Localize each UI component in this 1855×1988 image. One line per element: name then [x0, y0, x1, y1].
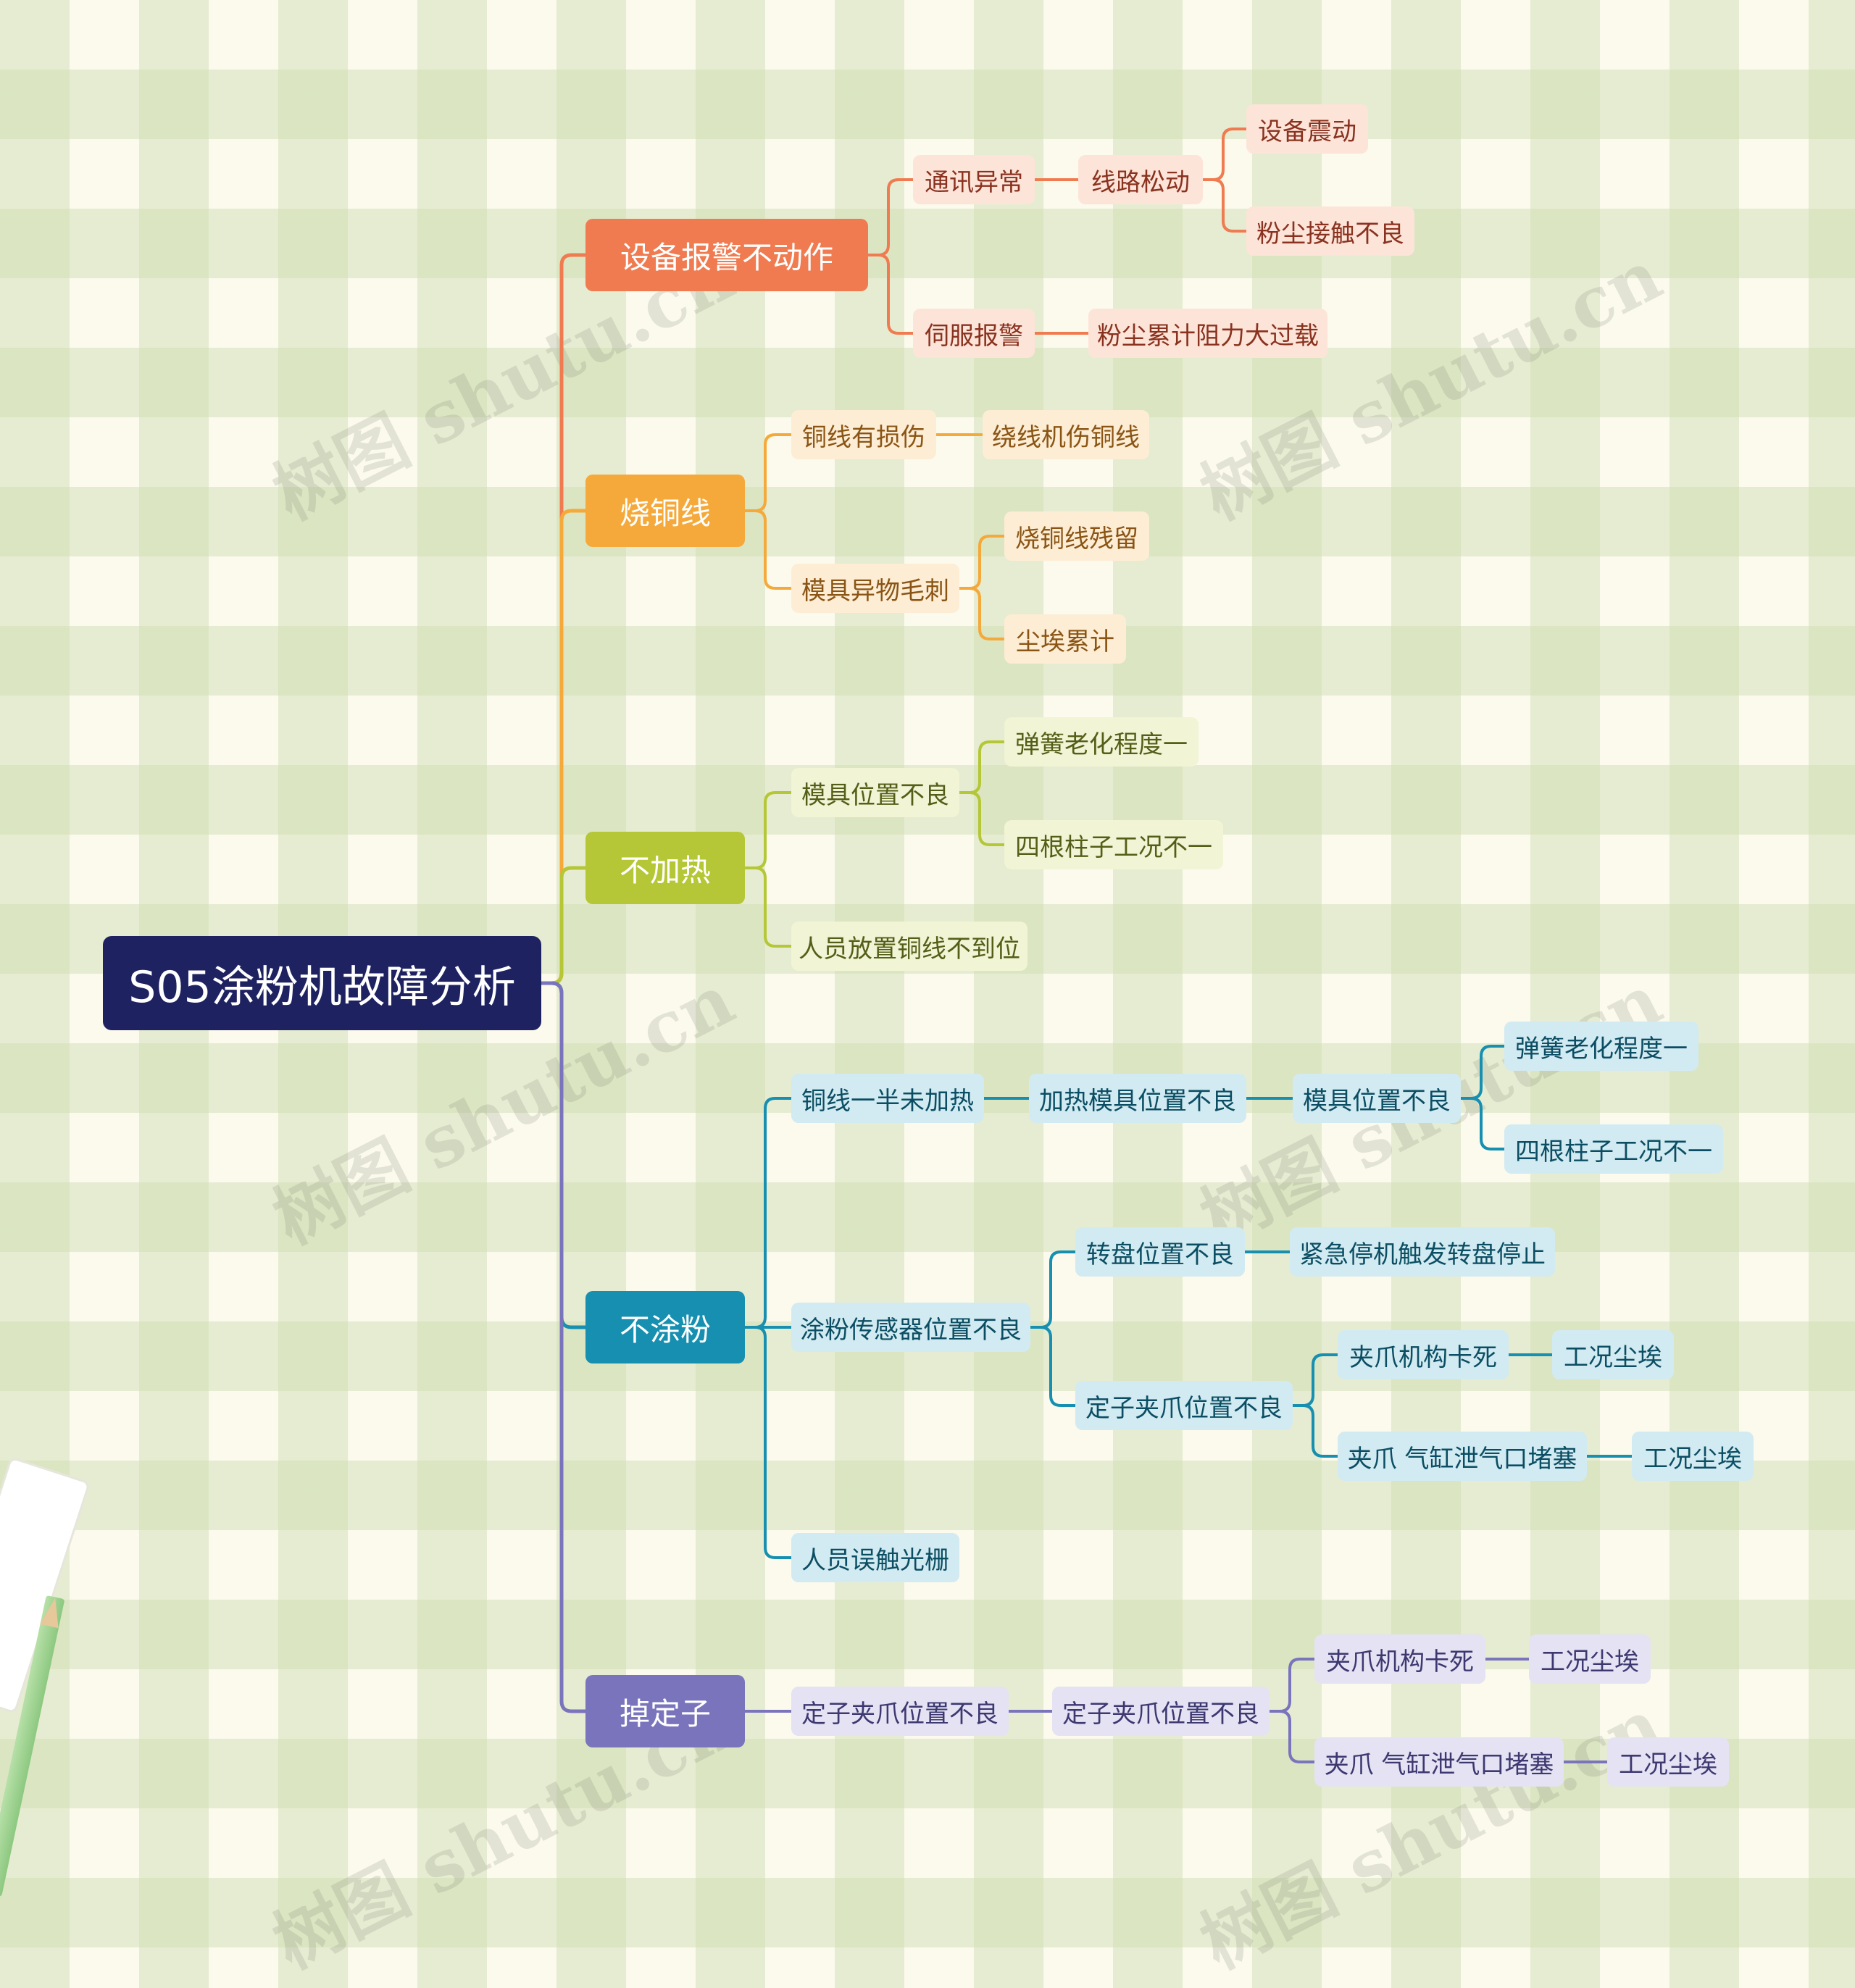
main-topic[interactable]: 掉定子	[585, 1675, 745, 1747]
connector-line	[1201, 128, 1248, 181]
subtopic[interactable]: 夹爪 气缸泄气口堵塞	[1338, 1432, 1587, 1481]
subtopic[interactable]: 绕线机伤铜线	[983, 410, 1149, 459]
connector-line	[958, 535, 1006, 590]
subtopic[interactable]: 工况尘埃	[1529, 1634, 1651, 1684]
subtopic[interactable]: 模具位置不良	[1293, 1074, 1461, 1123]
subtopic[interactable]: 弹簧老化程度一	[1004, 717, 1199, 767]
subtopic[interactable]: 定子夹爪位置不良	[791, 1687, 1009, 1736]
subtopic[interactable]: 定子夹爪位置不良	[1075, 1381, 1293, 1430]
subtopic[interactable]: 加热模具位置不良	[1029, 1074, 1246, 1123]
connector-line	[958, 587, 1006, 640]
subtopic[interactable]: 铜线一半未加热	[791, 1074, 984, 1123]
connector-line	[958, 740, 1006, 794]
subtopic[interactable]: 人员放置铜线不到位	[791, 922, 1027, 971]
connector-line	[1029, 1250, 1077, 1329]
mind-map: S05涂粉机故障分析 设备报警不动作通讯异常线路松动设备震动粉尘接触不良伺服报警 粉…	[103, 104, 1754, 1787]
subtopic[interactable]: 人员误触光栅	[791, 1533, 959, 1582]
subtopic[interactable]: 线路松动	[1078, 155, 1203, 204]
subtopic[interactable]: 模具位置不良	[791, 768, 959, 817]
subtopic[interactable]: 弹簧老化程度一	[1504, 1022, 1698, 1071]
subtopic[interactable]: 夹爪 气缸泄气口堵塞	[1314, 1737, 1564, 1787]
subtopic[interactable]: 紧急停机触发转盘停止	[1290, 1227, 1555, 1277]
connector-line	[1268, 1658, 1316, 1713]
subtopic[interactable]: 粉尘累计阻力大过载	[1088, 309, 1327, 358]
subtopic[interactable]: 四根柱子工况不一	[1004, 820, 1223, 869]
connector-line	[1459, 1097, 1506, 1150]
connector-line	[867, 254, 914, 335]
subtopic[interactable]: 夹爪机构卡死	[1338, 1330, 1509, 1379]
connector-line	[743, 1097, 793, 1329]
subtopic[interactable]: 铜线有损伤	[791, 410, 936, 459]
connector-line	[1029, 1326, 1077, 1407]
subtopic[interactable]: 工况尘埃	[1607, 1737, 1729, 1787]
subtopic[interactable]: 通讯异常	[913, 155, 1035, 204]
connector-line	[1291, 1404, 1339, 1458]
subtopic[interactable]: 尘埃累计	[1004, 614, 1126, 664]
connector-line	[743, 509, 793, 590]
subtopic[interactable]: 烧铜线残留	[1004, 511, 1149, 561]
subtopic[interactable]: 粉尘接触不良	[1246, 206, 1414, 256]
connector-line	[1268, 1710, 1316, 1763]
connector-line	[743, 433, 793, 512]
subtopic[interactable]: 工况尘埃	[1632, 1432, 1754, 1481]
connector-line	[743, 866, 793, 948]
subtopic[interactable]: 模具异物毛刺	[791, 564, 959, 613]
subtopic[interactable]: 设备震动	[1246, 104, 1368, 154]
connector-line	[867, 178, 914, 256]
connector-line	[1459, 1045, 1506, 1100]
subtopic[interactable]: 转盘位置不良	[1075, 1227, 1245, 1277]
main-topic[interactable]: 设备报警不动作	[585, 219, 868, 291]
subtopic[interactable]: 四根柱子工况不一	[1504, 1124, 1723, 1174]
subtopic[interactable]: 夹爪机构卡死	[1314, 1634, 1485, 1684]
connector-line	[1201, 178, 1248, 233]
main-topic[interactable]: 烧铜线	[585, 475, 745, 547]
subtopic[interactable]: 定子夹爪位置不良	[1052, 1687, 1270, 1736]
main-topic[interactable]: 不涂粉	[585, 1291, 745, 1363]
connector-line	[743, 1326, 793, 1559]
connector-line	[539, 866, 588, 985]
connector-line	[539, 981, 588, 1713]
root-topic[interactable]: S05涂粉机故障分析	[103, 936, 541, 1030]
connector-lines	[539, 128, 1633, 1763]
main-topic[interactable]: 不加热	[585, 832, 745, 904]
subtopic[interactable]: 伺服报警	[913, 309, 1035, 358]
connector-line	[958, 791, 1006, 846]
subtopic[interactable]: 工况尘埃	[1552, 1330, 1674, 1379]
connector-line	[1291, 1353, 1339, 1407]
connector-line	[743, 791, 793, 869]
subtopic[interactable]: 涂粉传感器位置不良	[791, 1303, 1030, 1352]
